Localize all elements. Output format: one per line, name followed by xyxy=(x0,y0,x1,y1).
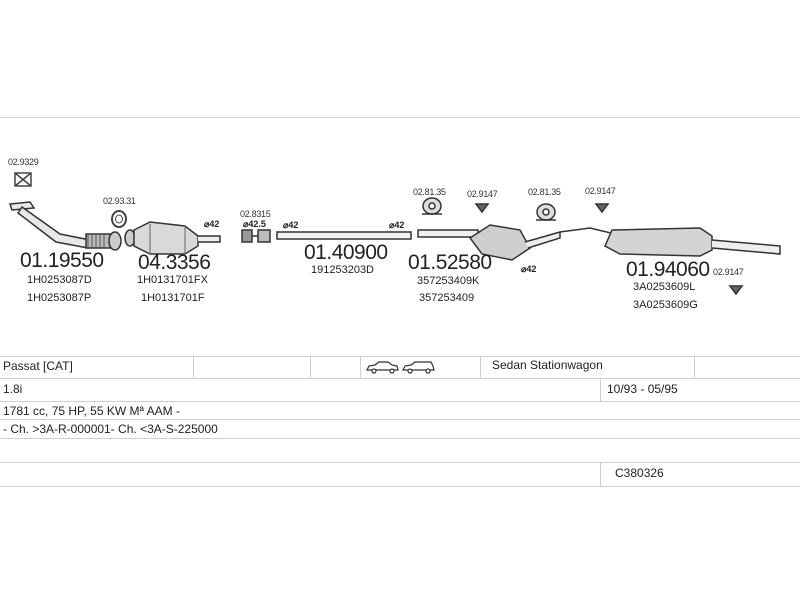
part-ref-02-9147-c: 02.9147 xyxy=(713,267,744,277)
table-line-6 xyxy=(0,462,800,463)
part-code-3a0253609l: 3A0253609L xyxy=(633,281,696,293)
part-ref-02-9147-a: 02.9147 xyxy=(467,189,498,199)
table-col-1 xyxy=(193,356,194,378)
part-code-357253409k: 357253409K xyxy=(417,275,480,287)
clamp-02-8315-drawing xyxy=(241,229,271,243)
top-divider xyxy=(0,117,800,118)
table-line-2 xyxy=(0,378,800,379)
table-line-3 xyxy=(0,401,800,402)
part-code-1h0131701f: 1H0131701F xyxy=(141,292,205,304)
table-col-2 xyxy=(310,356,311,378)
exhaust-diagram xyxy=(0,150,800,300)
table-col-7 xyxy=(600,462,601,486)
vehicle-engine: 1.8i xyxy=(3,382,23,396)
table-col-4 xyxy=(480,356,481,378)
part-number-01-40900: 01.40900 xyxy=(304,241,388,264)
table-line-5 xyxy=(0,438,800,439)
part-ref-02-93-31: 02.93.31 xyxy=(103,196,136,206)
vehicle-model: Passat [CAT] xyxy=(3,359,73,373)
front-pipe-drawing xyxy=(8,201,111,249)
flange-drawing xyxy=(108,229,136,251)
vehicle-period: 10/93 - 05/95 xyxy=(607,382,678,396)
part-code-191253203d: 191253203D xyxy=(311,264,375,276)
part-code-1h0131701fx: 1H0131701FX xyxy=(137,274,208,286)
part-ref-02-8315: 02.8315 xyxy=(240,209,271,219)
hanger-02-9147-c-drawing xyxy=(728,285,744,296)
diameter-label-3: ⌀42 xyxy=(283,220,299,230)
catalog-code: C380326 xyxy=(615,466,664,480)
part-code-1h0253087d: 1H0253087D xyxy=(27,274,92,286)
table-line-1 xyxy=(0,356,800,357)
middle-pipe-drawing xyxy=(276,231,412,240)
part-code-3a0253609g: 3A0253609G xyxy=(633,299,698,311)
stationwagon-icon xyxy=(402,361,435,374)
sedan-icon xyxy=(366,361,399,374)
ring-gasket-drawing xyxy=(111,210,127,228)
diameter-label-1: ⌀42 xyxy=(204,219,220,229)
hanger-02-9147-b-drawing xyxy=(594,203,610,214)
hanger-02-81-35-a-drawing xyxy=(422,197,442,215)
body-type-icons xyxy=(366,360,436,374)
diameter-label-2: ⌀42.5 xyxy=(243,219,266,229)
part-ref-02-9329: 02.9329 xyxy=(8,157,39,167)
part-ref-02-81-35-b: 02.81.35 xyxy=(528,187,561,197)
vehicle-chassis: - Ch. >3A-R-000001- Ch. <3A-S-225000 xyxy=(3,422,218,436)
vehicle-spec: 1781 cc, 75 HP, 55 KW Mª AAM - xyxy=(3,404,180,418)
part-number-04-3356: 04.3356 xyxy=(138,251,211,274)
diameter-label-5: ⌀42 xyxy=(521,264,537,274)
part-ref-02-81-35-a: 02.81.35 xyxy=(413,187,446,197)
hanger-02-81-35-b-drawing xyxy=(536,203,556,221)
part-ref-02-9147-b: 02.9147 xyxy=(585,186,616,196)
part-number-01-19550: 01.19550 xyxy=(20,249,104,272)
part-number-01-94060: 01.94060 xyxy=(626,258,710,281)
part-code-1h0253087p: 1H0253087P xyxy=(27,292,92,304)
hanger-02-9147-a-drawing xyxy=(474,203,490,214)
rear-muffler-drawing xyxy=(559,227,781,257)
table-line-7 xyxy=(0,486,800,487)
catalytic-converter-drawing xyxy=(133,221,221,255)
diameter-label-4: ⌀42 xyxy=(389,220,405,230)
part-code-357253409: 357253409 xyxy=(419,292,475,304)
gasket-02-9329-drawing xyxy=(14,172,32,187)
table-line-4 xyxy=(0,419,800,420)
front-muffler-drawing xyxy=(417,224,561,261)
table-col-3 xyxy=(360,356,361,378)
part-number-01-52580: 01.52580 xyxy=(408,251,492,274)
table-col-6 xyxy=(600,378,601,401)
vehicle-body-types: Sedan Stationwagon xyxy=(492,358,603,372)
table-col-5 xyxy=(694,356,695,378)
